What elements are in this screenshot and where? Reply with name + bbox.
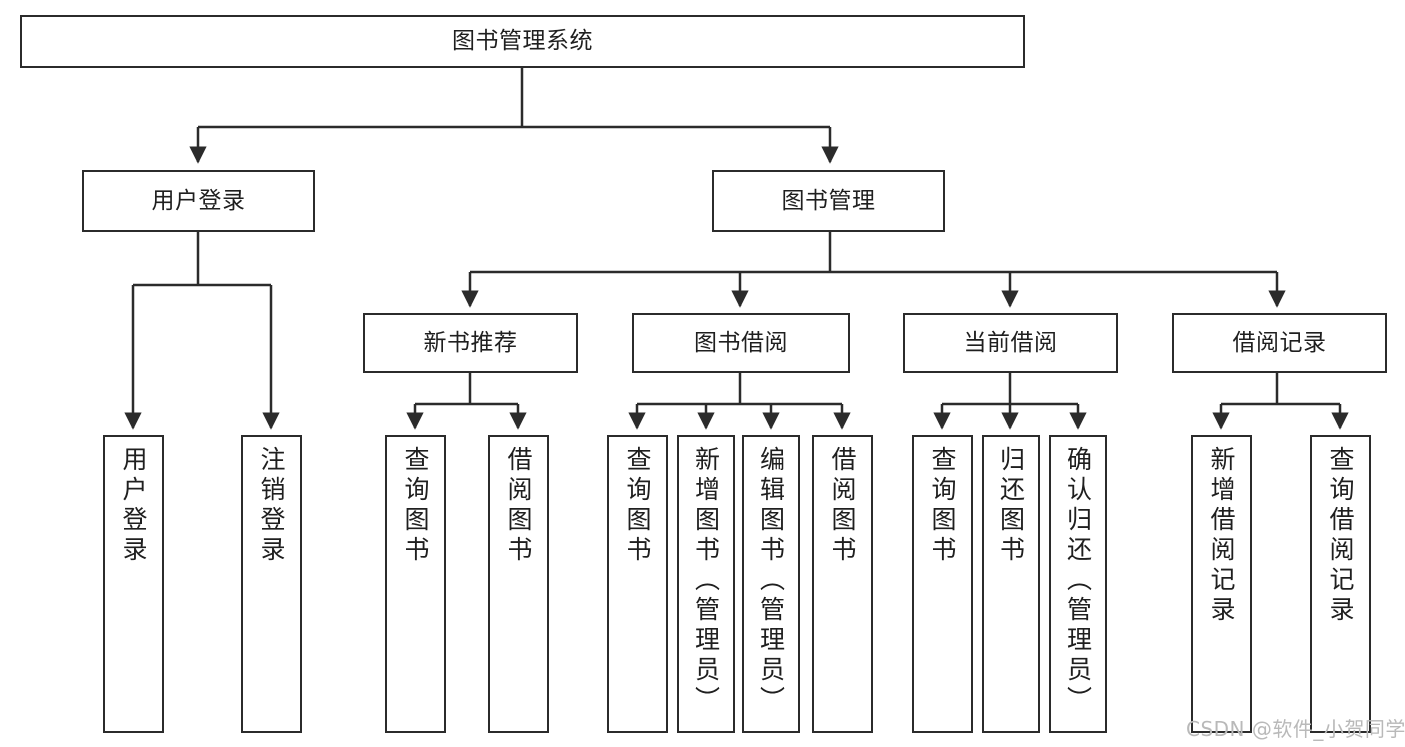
watermark-text: CSDN @软件_小贺同学 [1186, 717, 1405, 741]
node-leaf-confirm-return-label: 确认归还（管理员） [1063, 446, 1093, 716]
node-user-login-label: 用户登录 [151, 187, 246, 214]
node-leaf-edit-book[interactable]: 编辑图书（管理员） [742, 435, 800, 733]
node-user-login[interactable]: 用户登录 [82, 170, 315, 232]
node-leaf-add-record-label: 新增借阅记录 [1207, 446, 1236, 626]
node-leaf-query-book-2[interactable]: 查询图书 [607, 435, 668, 733]
node-book-borrow[interactable]: 图书借阅 [632, 313, 850, 373]
node-leaf-edit-book-label: 编辑图书（管理员） [756, 446, 786, 716]
node-new-book-recommend[interactable]: 新书推荐 [363, 313, 578, 373]
node-leaf-user-login-label: 用户登录 [119, 446, 148, 566]
node-leaf-user-login[interactable]: 用户登录 [103, 435, 164, 733]
node-leaf-query-book-2-label: 查询图书 [623, 446, 652, 566]
node-leaf-return-book[interactable]: 归还图书 [982, 435, 1040, 733]
node-leaf-query-book-1-label: 查询图书 [401, 446, 430, 566]
node-leaf-borrow-book-2[interactable]: 借阅图书 [812, 435, 873, 733]
node-leaf-add-book[interactable]: 新增图书（管理员） [677, 435, 735, 733]
node-book-borrow-label: 图书借阅 [694, 329, 788, 356]
node-new-book-recommend-label: 新书推荐 [423, 329, 518, 356]
node-leaf-add-record[interactable]: 新增借阅记录 [1191, 435, 1252, 733]
node-leaf-add-book-label: 新增图书（管理员） [691, 446, 721, 716]
node-book-manage[interactable]: 图书管理 [712, 170, 945, 232]
node-leaf-return-book-label: 归还图书 [996, 446, 1026, 566]
node-leaf-query-book-3[interactable]: 查询图书 [912, 435, 973, 733]
node-borrow-record[interactable]: 借阅记录 [1172, 313, 1387, 373]
node-leaf-borrow-book-1-label: 借阅图书 [504, 446, 533, 566]
node-leaf-query-record-label: 查询借阅记录 [1326, 446, 1355, 626]
node-current-borrow[interactable]: 当前借阅 [903, 313, 1118, 373]
node-current-borrow-label: 当前借阅 [963, 329, 1058, 356]
node-leaf-logout[interactable]: 注销登录 [241, 435, 302, 733]
node-root-label: 图书管理系统 [452, 28, 593, 55]
node-leaf-logout-label: 注销登录 [257, 446, 286, 566]
node-borrow-record-label: 借阅记录 [1232, 329, 1327, 356]
node-leaf-query-book-3-label: 查询图书 [928, 446, 957, 566]
node-leaf-confirm-return[interactable]: 确认归还（管理员） [1049, 435, 1107, 733]
node-leaf-query-book-1[interactable]: 查询图书 [385, 435, 446, 733]
node-leaf-query-record[interactable]: 查询借阅记录 [1310, 435, 1371, 733]
node-leaf-borrow-book-1[interactable]: 借阅图书 [488, 435, 549, 733]
node-leaf-borrow-book-2-label: 借阅图书 [828, 446, 857, 566]
node-book-manage-label: 图书管理 [781, 187, 876, 214]
node-root[interactable]: 图书管理系统 [20, 15, 1025, 68]
